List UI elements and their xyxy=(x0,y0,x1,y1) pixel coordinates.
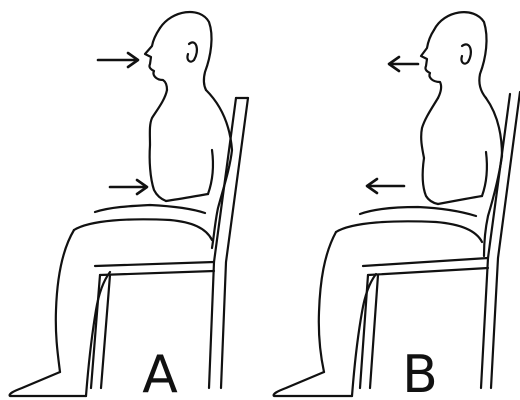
chair-b xyxy=(360,92,520,388)
person-b xyxy=(274,12,502,396)
panel-label-b: B xyxy=(402,345,438,400)
panel-label-a: A xyxy=(142,345,178,400)
arrow-b-head xyxy=(389,57,418,71)
person-a xyxy=(10,12,232,396)
arrow-b-chest xyxy=(367,179,404,193)
figure-a: A xyxy=(10,12,248,400)
arrow-a-chest xyxy=(110,180,147,194)
arrow-a-head xyxy=(98,53,138,67)
figure-b: B xyxy=(274,12,520,400)
